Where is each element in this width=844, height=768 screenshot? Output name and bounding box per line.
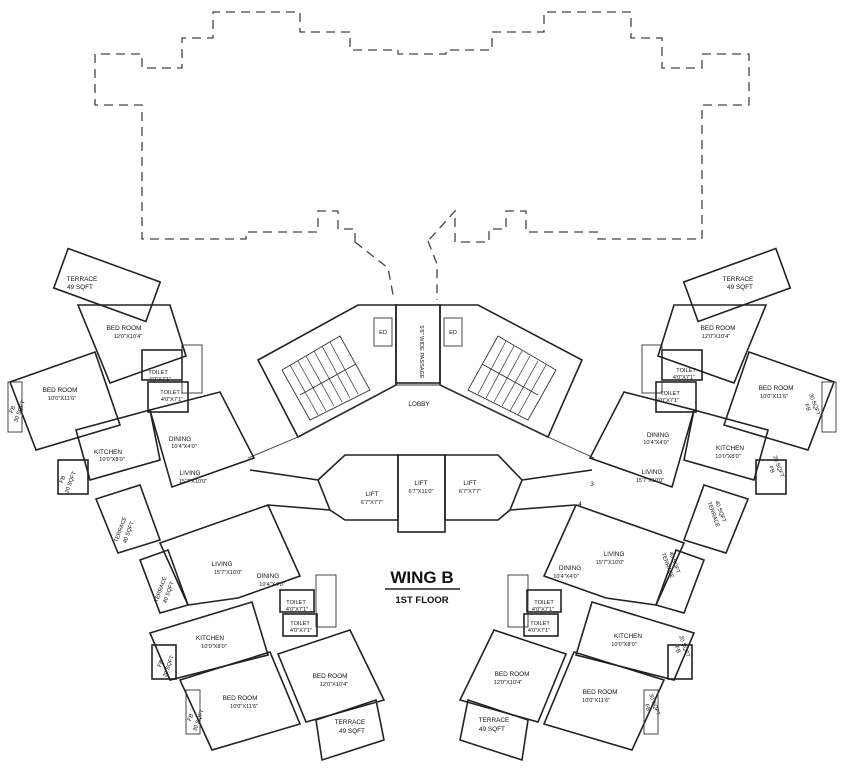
tl-bed2: BED ROOM — [43, 387, 78, 394]
tl-toilet1-size: 4'0"X7'1" — [149, 377, 171, 383]
tr-kitchen: KITCHEN — [716, 445, 744, 452]
br-fb: FB — [673, 645, 681, 654]
stair-right — [467, 335, 557, 421]
tl-bed2-size: 10'0"X11'6" — [48, 396, 76, 402]
br-kitchen-size: 10'0"X8'0" — [611, 642, 636, 648]
bl-toilet1-size: 4'0"X7'1" — [286, 607, 308, 613]
tl-terrace: TERRACE — [67, 276, 98, 283]
br-living: LIVING — [604, 551, 625, 558]
tr-bed1: BED ROOM — [701, 325, 736, 332]
bl-bed1: BED ROOM — [313, 673, 348, 680]
bl-living-size: 15'7"X10'0" — [214, 570, 243, 576]
br-bed2-size: 10'0"X11'6" — [582, 698, 610, 704]
br-toilet2: TOILET — [530, 621, 550, 627]
tl-fb: FB — [59, 475, 67, 484]
tr-terrace-area: 49 SQFT — [727, 284, 753, 291]
bl-terrace2: TERRACE — [335, 719, 366, 726]
tr-bed2-size: 10'0"X11'6" — [760, 394, 788, 400]
tl-toilet2-size: 4'0"X7'1" — [161, 397, 183, 403]
adjacent-wing-outline — [94, 11, 750, 301]
tr-toilet1-size: 4'0"X7'1" — [673, 375, 695, 381]
tl-kitchen-size: 10'0"X8'0" — [99, 457, 124, 463]
flat-bottom-left — [138, 504, 386, 762]
bl-terrace2-area: 49 SQFT — [339, 728, 365, 735]
bl-fb-side: FB — [187, 713, 195, 722]
duct-right-label: ED — [449, 330, 457, 336]
br-kitchen: KITCHEN — [614, 633, 642, 640]
flat-number-3: 3 — [590, 481, 594, 488]
br-toilet1: TOILET — [534, 600, 554, 606]
tl-fb-area: 20 SQFT — [64, 470, 78, 494]
tr-fb-side: FB — [803, 403, 811, 412]
bl-toilet1: TOILET — [286, 600, 306, 606]
tl-toilet2: TOILET — [160, 390, 180, 396]
br-living-size: 15'7"X10'0" — [596, 560, 625, 566]
tr-bed1-size: 12'0"X10'4" — [702, 334, 731, 340]
stair-left — [281, 335, 371, 421]
tl-bed1: BED ROOM — [107, 325, 142, 332]
tl-kitchen: KITCHEN — [94, 449, 122, 456]
bl-kitchen-size: 10'0"X8'0" — [201, 644, 226, 650]
duct-left-label: ED — [379, 330, 387, 336]
lift-left-size: 6'7"X7'7" — [361, 500, 383, 506]
lift-right-size: 6'7"X7'7" — [459, 489, 481, 495]
tl-toilet1: TOILET — [148, 370, 168, 376]
bl-fb: FB — [157, 659, 165, 668]
lift-center-label: LIFT — [414, 480, 427, 487]
tr-dining-size: 10'4"X4'0" — [643, 440, 668, 446]
lift-right-label: LIFT — [463, 480, 476, 487]
bl-toilet2-size: 4'0"X7'1" — [290, 628, 312, 634]
tr-kitchen-size: 10'0"X8'0" — [715, 454, 740, 460]
tr-fb: FB — [767, 465, 775, 474]
tl-dining: DINING — [169, 436, 191, 443]
tr-living: LIVING — [642, 469, 663, 476]
flat-number-4: 4 — [578, 501, 582, 508]
bl-dining-size: 10'4"X4'0" — [259, 582, 284, 588]
bl-kitchen: KITCHEN — [196, 635, 224, 642]
central-core — [247, 304, 595, 533]
tl-bed1-size: 12'0"X10'4" — [114, 334, 143, 340]
flat-top-left — [7, 247, 256, 554]
bl-bed2: BED ROOM — [223, 695, 258, 702]
br-terrace2: TERRACE — [479, 717, 510, 724]
flat-bottom-right — [458, 504, 706, 762]
tr-toilet1: TOILET — [676, 368, 696, 374]
br-bed1: BED ROOM — [495, 671, 530, 678]
bl-bed1-size: 12'0"X10'4" — [320, 682, 349, 688]
br-toilet1-size: 4'0"X7'1" — [532, 607, 554, 613]
tl-terrace-area: 49 SQFT — [67, 284, 93, 291]
lift-left-label: LIFT — [365, 491, 378, 498]
tl-dining-size: 10'4"X4'0" — [171, 444, 196, 450]
flat-top-right — [588, 247, 837, 554]
bl-toilet2: TOILET — [290, 621, 310, 627]
floor-title: 1ST FLOOR — [395, 595, 448, 606]
br-terrace2-area: 49 SQFT — [479, 726, 505, 733]
tl-fb-side: FB — [9, 405, 17, 414]
bl-living: LIVING — [212, 561, 233, 568]
br-toilet2-size: 4'0"X7'1" — [528, 628, 550, 634]
br-bed1-size: 12'0"X10'4" — [494, 680, 523, 686]
tl-living: LIVING — [180, 470, 201, 477]
passage-label: 5'6" WIDE PASSAGE — [418, 325, 424, 379]
br-bed2: BED ROOM — [583, 689, 618, 696]
wing-title: WING B — [390, 568, 453, 587]
tr-dining: DINING — [647, 432, 669, 439]
tl-living-size: 15'7"X10'0" — [179, 479, 208, 485]
tr-living-size: 15'7"X10'0" — [636, 478, 665, 484]
lift-center-size: 6'7"X11'0" — [409, 489, 434, 495]
br-dining: DINING — [559, 565, 581, 572]
tr-terrace: TERRACE — [723, 276, 754, 283]
bl-bed2-size: 10'0"X11'6" — [230, 704, 258, 710]
tr-toilet2-size: 4'0"X7'1" — [657, 398, 679, 404]
br-fb-side: FB — [643, 703, 651, 712]
br-dining-size: 10'4"X4'0" — [553, 574, 578, 580]
tr-bed2: BED ROOM — [759, 385, 794, 392]
tr-toilet2: TOILET — [660, 391, 680, 397]
bl-dining: DINING — [257, 573, 279, 580]
lobby-label: LOBBY — [408, 401, 430, 408]
